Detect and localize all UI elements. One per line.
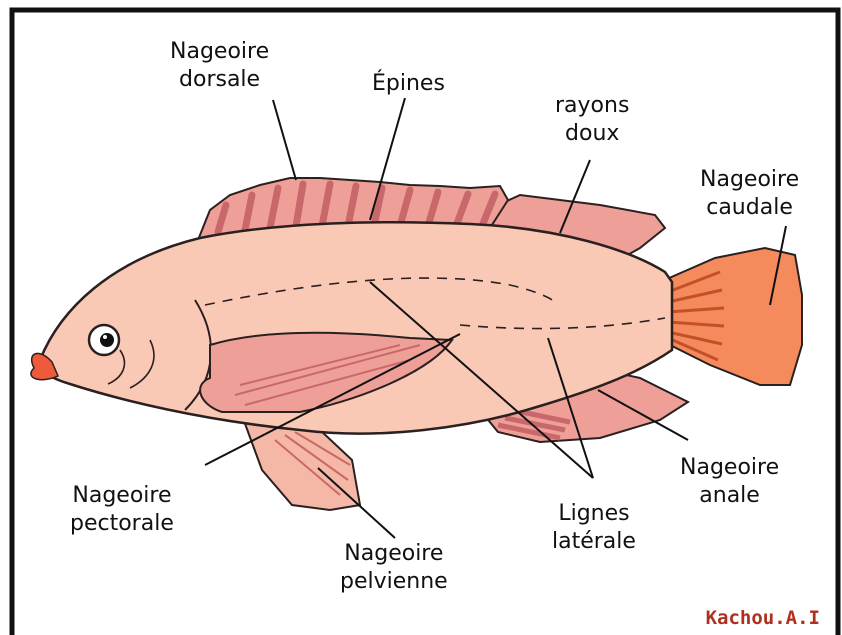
- caudal-fin: [660, 248, 802, 385]
- label-caudal-fin-line1: Nageoire: [700, 166, 799, 194]
- label-anal-fin-line2: anale: [680, 482, 779, 510]
- author-credit: Kachou.A.I: [706, 607, 820, 629]
- label-lateral-lines-line2: latérale: [552, 528, 636, 556]
- label-caudal-fin: Nageoire caudale: [700, 166, 799, 222]
- label-pelvic-fin-line2: pelvienne: [340, 568, 448, 596]
- label-spines-text: Épines: [372, 70, 445, 98]
- label-anal-fin-line1: Nageoire: [680, 454, 779, 482]
- label-pectoral-fin-line2: pectorale: [70, 510, 174, 538]
- label-pelvic-fin: Nageoire pelvienne: [340, 540, 448, 596]
- label-lateral-lines: Lignes latérale: [552, 500, 636, 556]
- label-pectoral-fin: Nageoire pectorale: [70, 482, 174, 538]
- label-soft-rays-line2: doux: [555, 120, 629, 148]
- label-caudal-fin-line2: caudale: [700, 194, 799, 222]
- label-pectoral-fin-line1: Nageoire: [70, 482, 174, 510]
- label-spines: Épines: [372, 70, 445, 98]
- eye: [89, 325, 119, 355]
- label-dorsal-fin: Nageoire dorsale: [170, 38, 269, 94]
- label-soft-rays-line1: rayons: [555, 92, 629, 120]
- label-dorsal-fin-line2: dorsale: [170, 66, 269, 94]
- label-soft-rays: rayons doux: [555, 92, 629, 148]
- label-pelvic-fin-line1: Nageoire: [340, 540, 448, 568]
- label-anal-fin: Nageoire anale: [680, 454, 779, 510]
- label-dorsal-fin-line1: Nageoire: [170, 38, 269, 66]
- label-lateral-lines-line1: Lignes: [552, 500, 636, 528]
